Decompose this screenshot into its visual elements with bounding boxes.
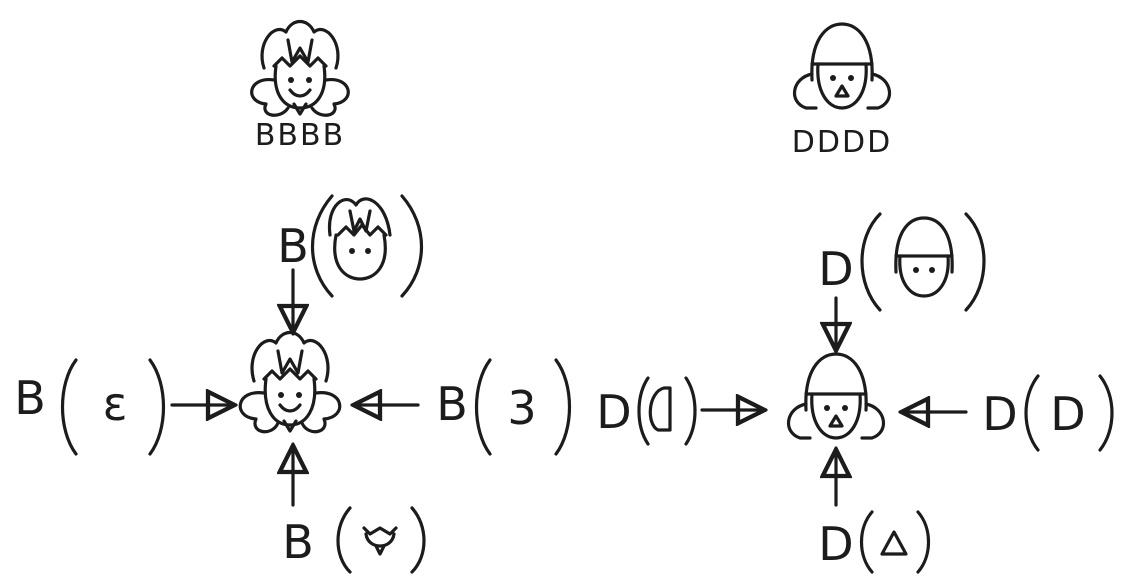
b-right-argument: B 3 — [436, 358, 571, 456]
b-bottom-open-paren — [336, 506, 352, 574]
b-bottom-function-label: B — [282, 515, 314, 569]
b-bottom-part-icon — [362, 526, 398, 556]
d-top-function-label: D — [818, 242, 853, 296]
b-left-argument: B ε — [14, 358, 165, 456]
right-group: DDDD D D — [596, 22, 1114, 574]
d-right-argument: D D — [982, 374, 1114, 452]
d-bottom-part-icon — [880, 530, 908, 556]
left-group: BBBB B — [14, 19, 571, 574]
d-bottom-close-paren — [916, 510, 930, 574]
b-caption: BBBB — [255, 118, 345, 153]
d-bottom-function-label: D — [818, 517, 853, 571]
b-top-function-label: B — [277, 219, 309, 273]
b-top-open-paren — [311, 194, 334, 298]
d-top-open-paren — [860, 212, 882, 312]
b-face-composite-icon — [250, 19, 350, 117]
d-top-argument: D — [818, 212, 986, 312]
d-bottom-open-paren — [860, 510, 874, 574]
b-bottom-close-paren — [410, 506, 426, 574]
d-caption: DDDD — [792, 125, 892, 160]
d-right-argument-symbol: D — [1050, 387, 1085, 441]
d-right-function-label: D — [982, 387, 1017, 441]
b-face-center-icon — [238, 330, 342, 434]
b-top-close-paren — [400, 194, 423, 298]
b-right-argument-symbol: 3 — [507, 381, 536, 435]
d-right-open-paren — [1024, 374, 1040, 452]
b-left-argument-symbol: ε — [103, 377, 128, 431]
d-bottom-argument: D — [818, 510, 930, 574]
d-top-close-paren — [964, 212, 986, 312]
d-left-open-paren — [637, 376, 650, 446]
b-bottom-argument: B — [282, 506, 426, 574]
d-face-composite-icon — [793, 22, 891, 110]
d-face-center-icon — [787, 352, 885, 440]
b-right-close-paren — [554, 358, 571, 456]
b-top-part-icon — [327, 197, 392, 281]
d-top-part-icon — [894, 216, 954, 298]
b-top-argument: B — [277, 194, 423, 298]
b-right-function-label: B — [436, 377, 468, 431]
b-right-open-paren — [475, 358, 492, 456]
d-left-function-label: D — [596, 385, 631, 439]
d-left-close-paren — [684, 376, 697, 446]
b-left-close-paren — [148, 358, 165, 456]
d-left-argument: D — [596, 376, 697, 446]
d-left-part-icon — [648, 386, 672, 432]
b-left-function-label: B — [14, 371, 46, 425]
b-left-open-paren — [61, 358, 78, 456]
d-right-close-paren — [1098, 374, 1114, 452]
